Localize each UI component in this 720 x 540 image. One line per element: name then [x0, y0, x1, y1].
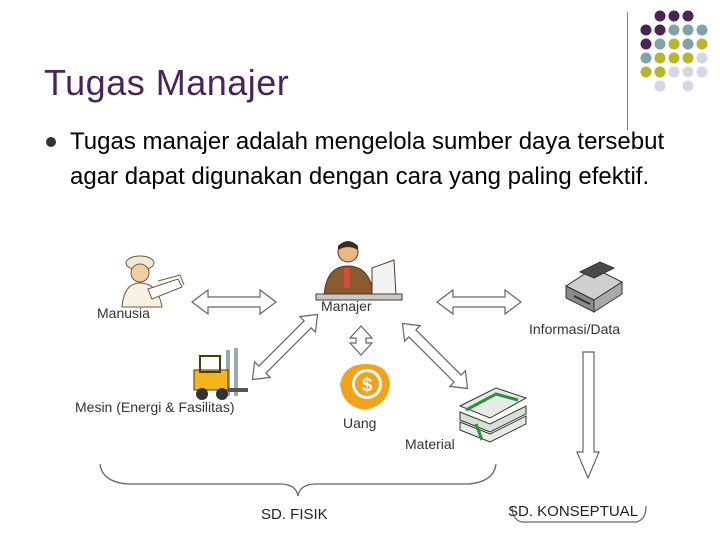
decorative-dot: [668, 10, 680, 22]
decorative-dot: [668, 38, 680, 50]
decorative-dot: [654, 66, 666, 78]
label-mesin: Mesin (Energi & Fasilitas): [75, 399, 235, 415]
worker-icon: [121, 255, 185, 308]
decorative-dot: [654, 38, 666, 50]
label-sd-fisik: SD. FISIK: [261, 506, 328, 523]
decorative-dot: [682, 38, 694, 50]
arrow-manajer-uang: [348, 325, 374, 356]
decorative-dot: [640, 66, 652, 78]
decorative-dot: [682, 24, 694, 36]
decorative-dot: [654, 24, 666, 36]
label-material: Material: [405, 436, 455, 452]
label-sd-konseptual: SD. KONSEPTUAL: [508, 503, 639, 520]
decorative-dot: [696, 52, 708, 64]
money-stack-icon: [458, 387, 528, 443]
decorative-dot: [640, 52, 652, 64]
decorative-dot: [654, 10, 666, 22]
brace-sd-konseptual: [511, 505, 647, 523]
decorative-dot: [640, 38, 652, 50]
bullet-text: Tugas manajer adalah mengelola sumber da…: [70, 128, 665, 190]
label-manajer: Manajer: [321, 298, 372, 314]
computer-data-icon: [564, 261, 624, 313]
slide-title: Tugas Manajer: [44, 62, 290, 103]
decorative-dot: [640, 24, 652, 36]
arrow-manajer-mesin: [251, 313, 319, 381]
arrow-manusia-manajer: [191, 288, 277, 316]
decorative-dot: [654, 52, 666, 64]
decorative-dot-grid: [640, 10, 708, 92]
arrow-manajer-informasi: [436, 288, 522, 316]
manager-icon: [315, 241, 403, 301]
decorative-dot: [668, 52, 680, 64]
decorative-dot: [682, 10, 694, 22]
label-manusia: Manusia: [97, 305, 150, 321]
forklift-icon: [193, 348, 248, 400]
decorative-dot: [654, 80, 666, 92]
arrow-informasi-down: [576, 351, 600, 480]
decorative-dot: [682, 52, 694, 64]
label-uang: Uang: [343, 415, 377, 431]
decorative-dot: [682, 66, 694, 78]
decorative-dot: [682, 80, 694, 92]
decorative-vertical-line: [627, 12, 628, 130]
dollar-sign: $: [362, 375, 373, 396]
decorative-dot: [696, 66, 708, 78]
decorative-dot: [696, 24, 708, 36]
decorative-dot: [668, 24, 680, 36]
brace-sd-fisik: [99, 463, 497, 497]
bullet-dot-icon: [46, 137, 56, 147]
dollar-coin-icon: $: [340, 364, 390, 410]
label-informasi-data: Informasi/Data: [529, 321, 621, 337]
decorative-dot: [668, 66, 680, 78]
arrow-manajer-material: [401, 322, 469, 390]
decorative-dot: [696, 38, 708, 50]
